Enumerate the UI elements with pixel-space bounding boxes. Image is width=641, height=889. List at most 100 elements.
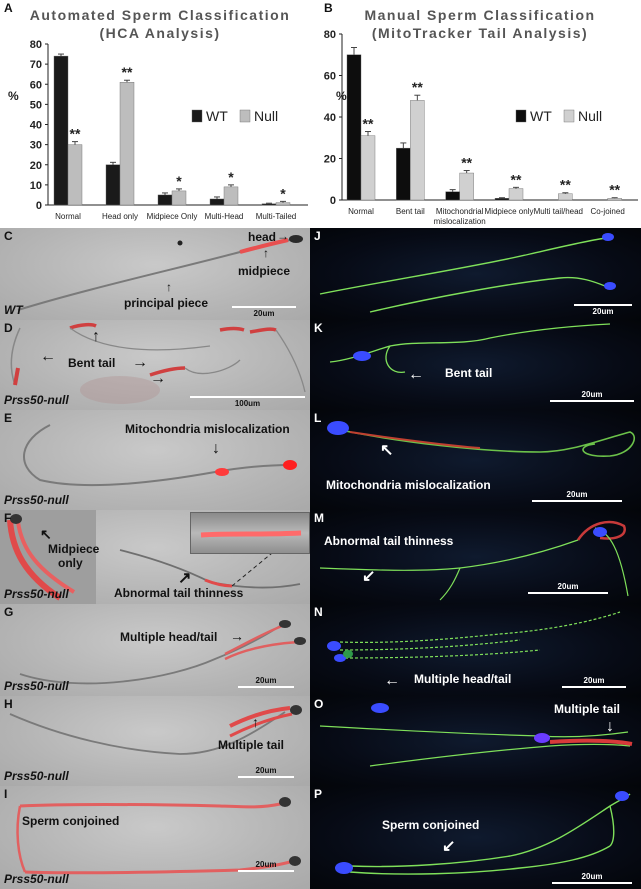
- chart-b-bar-null: [459, 172, 474, 201]
- chart-b-y-label: %: [336, 89, 347, 103]
- panel-c: C head → ↑ midpiece ↑ principal piece WT…: [0, 228, 310, 320]
- panel-k-scale-bar: [550, 400, 634, 402]
- chart-b-bar-null: [508, 188, 524, 201]
- chart-b-significance: **: [363, 116, 374, 132]
- panel-p: P Sperm conjoined ↙ 20um: [310, 786, 641, 889]
- chart-b-y-tick-label: 80: [324, 29, 336, 41]
- chart-b-significance: **: [412, 79, 423, 95]
- chart-a-bar-wt: [105, 164, 121, 206]
- chart-a-bar-wt: [53, 55, 69, 206]
- chart-a-bar-wt: [157, 194, 173, 206]
- panel-h-image: [9, 705, 302, 755]
- chart-a-bar-null: [223, 186, 239, 206]
- panel-k-bent-label: Bent tail: [445, 366, 493, 380]
- chart-a-y-tick-label: 80: [30, 39, 42, 51]
- chart-b-significance: **: [609, 182, 620, 198]
- panel-d-letter: D: [4, 321, 13, 335]
- chart-a-title-line2: (HCA Analysis): [99, 25, 221, 41]
- chart-a-y-tick-label: 0: [36, 200, 42, 212]
- panel-l-image: [327, 421, 635, 457]
- chart-b-y-tick-label: 40: [324, 112, 336, 124]
- chart-b-category-label: Bent tail: [396, 207, 425, 216]
- panel-o: O Multiple tail ↓: [310, 696, 641, 786]
- chart-b-bar-null: [558, 193, 573, 201]
- panel-m-scale-bar: [528, 592, 608, 594]
- chart-a-bar-null: [275, 202, 291, 206]
- panel-g-letter: G: [4, 605, 14, 619]
- panel-c-scale-text: 20um: [253, 309, 275, 318]
- panel-c-head-label: head: [248, 230, 277, 244]
- chart-a-category-label: Multi-Tailed: [256, 212, 296, 221]
- chart-a-significance: *: [280, 185, 286, 201]
- panel-l: L ↖ Mitochondria mislocalization 20um: [310, 410, 641, 510]
- panel-d-scale-text: 100um: [234, 399, 261, 408]
- chart-b-category-label: Normal: [348, 207, 374, 216]
- panel-o-image: [319, 703, 633, 767]
- chart-a-bar-wt: [209, 198, 225, 206]
- chart-b-significance: **: [560, 177, 571, 193]
- panel-c-letter: C: [4, 229, 13, 243]
- panel-k: K ← Bent tail 20um: [310, 320, 641, 410]
- panel-o-multi-label: Multiple tail: [554, 702, 620, 716]
- panel-c-head-arrow: →: [277, 229, 289, 243]
- panel-o-letter: O: [314, 697, 324, 711]
- chart-b-legend-swatch-null: [563, 109, 575, 123]
- chart-a-y-tick-label: 50: [30, 99, 42, 111]
- chart-b-bar-null: [410, 100, 425, 201]
- panel-n-scale-bar: [562, 686, 626, 688]
- panel-i-scale-bar: [238, 870, 294, 872]
- chart-b-bar-wt: [445, 191, 460, 201]
- chart-b-legend-label-null: Null: [578, 108, 602, 124]
- chart-b-category-label: Midpiece only: [485, 207, 534, 216]
- panel-f-inset-image: [200, 530, 302, 538]
- panel-p-image: [335, 791, 631, 875]
- chart-a: Automated Sperm Classification (HCA Anal…: [0, 0, 320, 228]
- panel-k-image: [329, 323, 611, 373]
- panel-i: I Sperm conjoined Prss50-null 20um: [0, 786, 310, 889]
- panel-i-conjoined-label: Sperm conjoined: [22, 814, 120, 828]
- chart-a-bar-null: [119, 82, 135, 206]
- panel-n-arrow: ←: [384, 672, 400, 689]
- panel-d: D Bent tail ↑ ← → → Prss50-null 100um: [0, 320, 310, 410]
- chart-a-significance: **: [122, 64, 133, 80]
- panel-l-letter: L: [314, 411, 322, 425]
- panel-e-image: [23, 424, 297, 487]
- panel-m-arrow: ↙: [362, 568, 376, 585]
- panel-d-genotype: Prss50-null: [4, 393, 69, 407]
- panel-j-scale-text: 20um: [592, 307, 614, 316]
- panel-n-scale-text: 20um: [583, 676, 605, 685]
- panel-g-genotype: Prss50-null: [4, 679, 69, 693]
- chart-a-legend-swatch-null: [239, 109, 251, 123]
- panel-n-image: [327, 611, 621, 662]
- panel-j-scale-bar: [574, 304, 632, 306]
- panel-d-arrow-right2: →: [150, 370, 166, 387]
- panel-h-genotype: Prss50-null: [4, 769, 69, 783]
- panel-l-scale-text: 20um: [566, 490, 588, 499]
- panel-f-thin-arrow: ↗: [178, 570, 192, 587]
- panel-i-genotype: Prss50-null: [4, 872, 69, 886]
- chart-b-significance: **: [461, 155, 472, 171]
- chart-b-legend-label-wt: WT: [530, 108, 552, 124]
- chart-b-significance: **: [511, 171, 522, 187]
- panel-m-scale-text: 20um: [557, 582, 579, 591]
- panel-f-letter: F: [4, 511, 12, 525]
- panel-h-scale-bar: [238, 776, 294, 778]
- chart-b-bar-wt: [396, 147, 411, 201]
- panel-f-thin-label: Abnormal tail thinness: [114, 586, 244, 600]
- panel-m-letter: M: [314, 511, 324, 525]
- panel-m-image: [319, 520, 629, 601]
- panel-j-image: [319, 233, 616, 313]
- panel-e-arrow: ↓: [212, 440, 220, 457]
- chart-b-legend-swatch-wt: [515, 109, 527, 123]
- chart-a-significance: *: [228, 169, 234, 185]
- panel-c-principal-label: principal piece: [124, 296, 209, 310]
- panel-f: F ↖ Midpiece only ↗ Abnormal tail thinne…: [0, 510, 310, 604]
- panel-d-image: [10, 322, 306, 404]
- chart-b-bar-wt: [494, 198, 510, 201]
- panel-n-letter: N: [314, 605, 323, 619]
- chart-b-y-tick-label: 0: [330, 195, 336, 207]
- panel-c-scale-bar: [232, 306, 296, 308]
- panel-e: E Mitochondria mislocalization ↓ Prss50-…: [0, 410, 310, 510]
- panel-g-scale-bar: [238, 686, 294, 688]
